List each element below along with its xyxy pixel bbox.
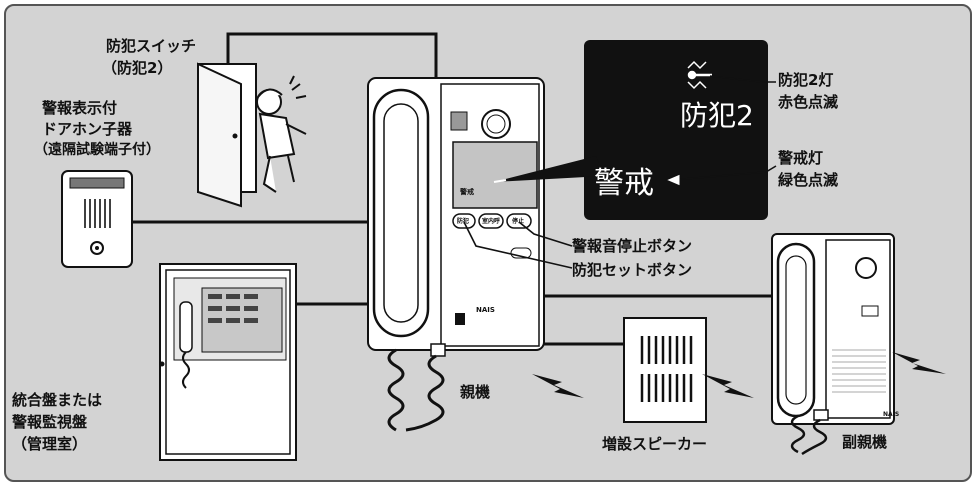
door-phone-label-2: ドアホン子器 <box>42 120 133 138</box>
guard-lamp-label-1: 警戒灯 <box>778 149 824 167</box>
sub-parent-unit-device <box>771 233 895 456</box>
wire-switch-to-parent <box>226 32 438 84</box>
crime-set-button-label: 防犯セットボタン <box>572 261 693 279</box>
door-phone-label-3: （遠隔試験端子付） <box>34 142 160 158</box>
speaker-device <box>623 317 707 423</box>
sound-wave-arrows <box>532 352 946 398</box>
burglar-figure <box>256 75 307 193</box>
key-alarm-icon <box>687 60 712 90</box>
stop-button-mark: 停止 <box>512 218 525 225</box>
extra-speaker-label: 増設スピーカー <box>602 435 708 453</box>
door-phone-device <box>61 170 133 268</box>
panel-label-1: 統合盤または <box>12 391 103 409</box>
door-illustration <box>197 62 307 208</box>
diagram-canvas <box>61 32 946 461</box>
crime-switch-sublabel: （防犯2） <box>102 59 173 77</box>
outdoor-button-mark: 室内呼 <box>482 218 501 225</box>
guard-indicator: 警戒 <box>594 166 654 201</box>
guard-lamp-arrow <box>664 173 681 187</box>
callout-wedge <box>494 156 604 182</box>
panel-label-3: （管理室） <box>12 435 88 453</box>
door-phone-label-1: 警報表示付 <box>42 99 118 117</box>
control-panel-device <box>159 263 297 461</box>
alarm-stop-button-label: 警報音停止ボタン <box>572 237 693 255</box>
crime-lamp-label-2: 赤色点滅 <box>778 93 839 111</box>
device-screen-mark: 警戒 <box>460 188 474 196</box>
guard-lamp-label-2: 緑色点滅 <box>778 171 839 189</box>
crime-lamp-label-1: 防犯2灯 <box>778 71 834 89</box>
crime-indicator: 防犯2 <box>680 99 754 132</box>
parent-unit-label: 親機 <box>460 383 491 401</box>
parent-unit-brand: NAIS <box>476 306 495 314</box>
diagram-frame: 防犯スイッチ （防犯2） 警報表示付 ドアホン子器 （遠隔試験端子付） 統合盤ま… <box>4 4 972 482</box>
leader-lines <box>463 75 777 269</box>
panel-label-2: 警報監視盤 <box>12 413 88 431</box>
crime-switch-label: 防犯スイッチ <box>106 37 197 55</box>
sub-parent-unit-label: 副親機 <box>842 433 888 451</box>
set-button-mark: 防犯 <box>457 218 470 225</box>
parent-unit-device <box>367 77 545 432</box>
sub-unit-brand: NAIS <box>883 411 900 418</box>
wiring <box>132 32 774 346</box>
